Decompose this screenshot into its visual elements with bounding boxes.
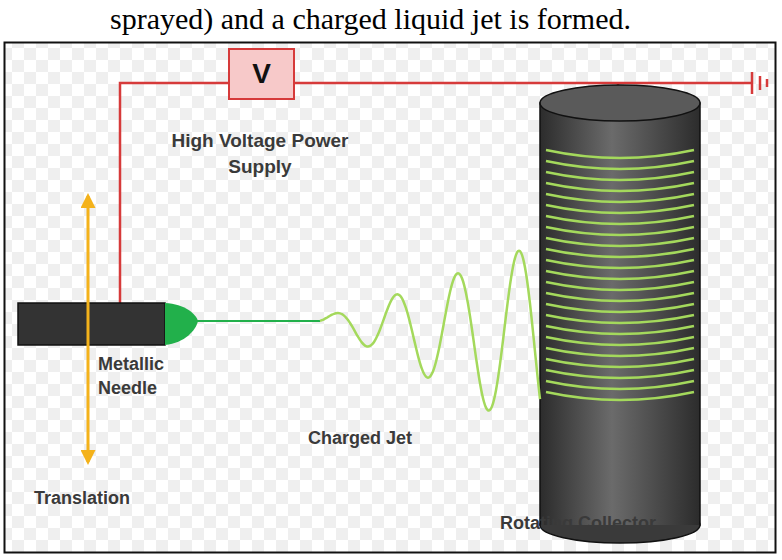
- wire: [295, 82, 752, 85]
- jet-label: Charged Jet: [308, 426, 468, 450]
- metallic-needle: [18, 303, 320, 345]
- power-supply-label: High Voltage Power Supply: [160, 128, 360, 179]
- wire: [120, 83, 229, 303]
- ground-symbol: [752, 72, 767, 94]
- caption-fragment: sprayed) and a charged liquid jet is for…: [110, 2, 770, 35]
- needle-label: Metallic Needle: [98, 352, 208, 401]
- rotating-collector: [540, 85, 700, 543]
- figure-frame: [5, 43, 776, 553]
- voltage-symbol: V: [252, 58, 271, 90]
- translation-arrow: [87, 196, 90, 462]
- translation-label: Translation: [34, 486, 174, 510]
- charged-jet: [320, 251, 540, 411]
- collector-label: Rotating Collector: [500, 511, 740, 535]
- power-supply-box: V: [228, 48, 295, 100]
